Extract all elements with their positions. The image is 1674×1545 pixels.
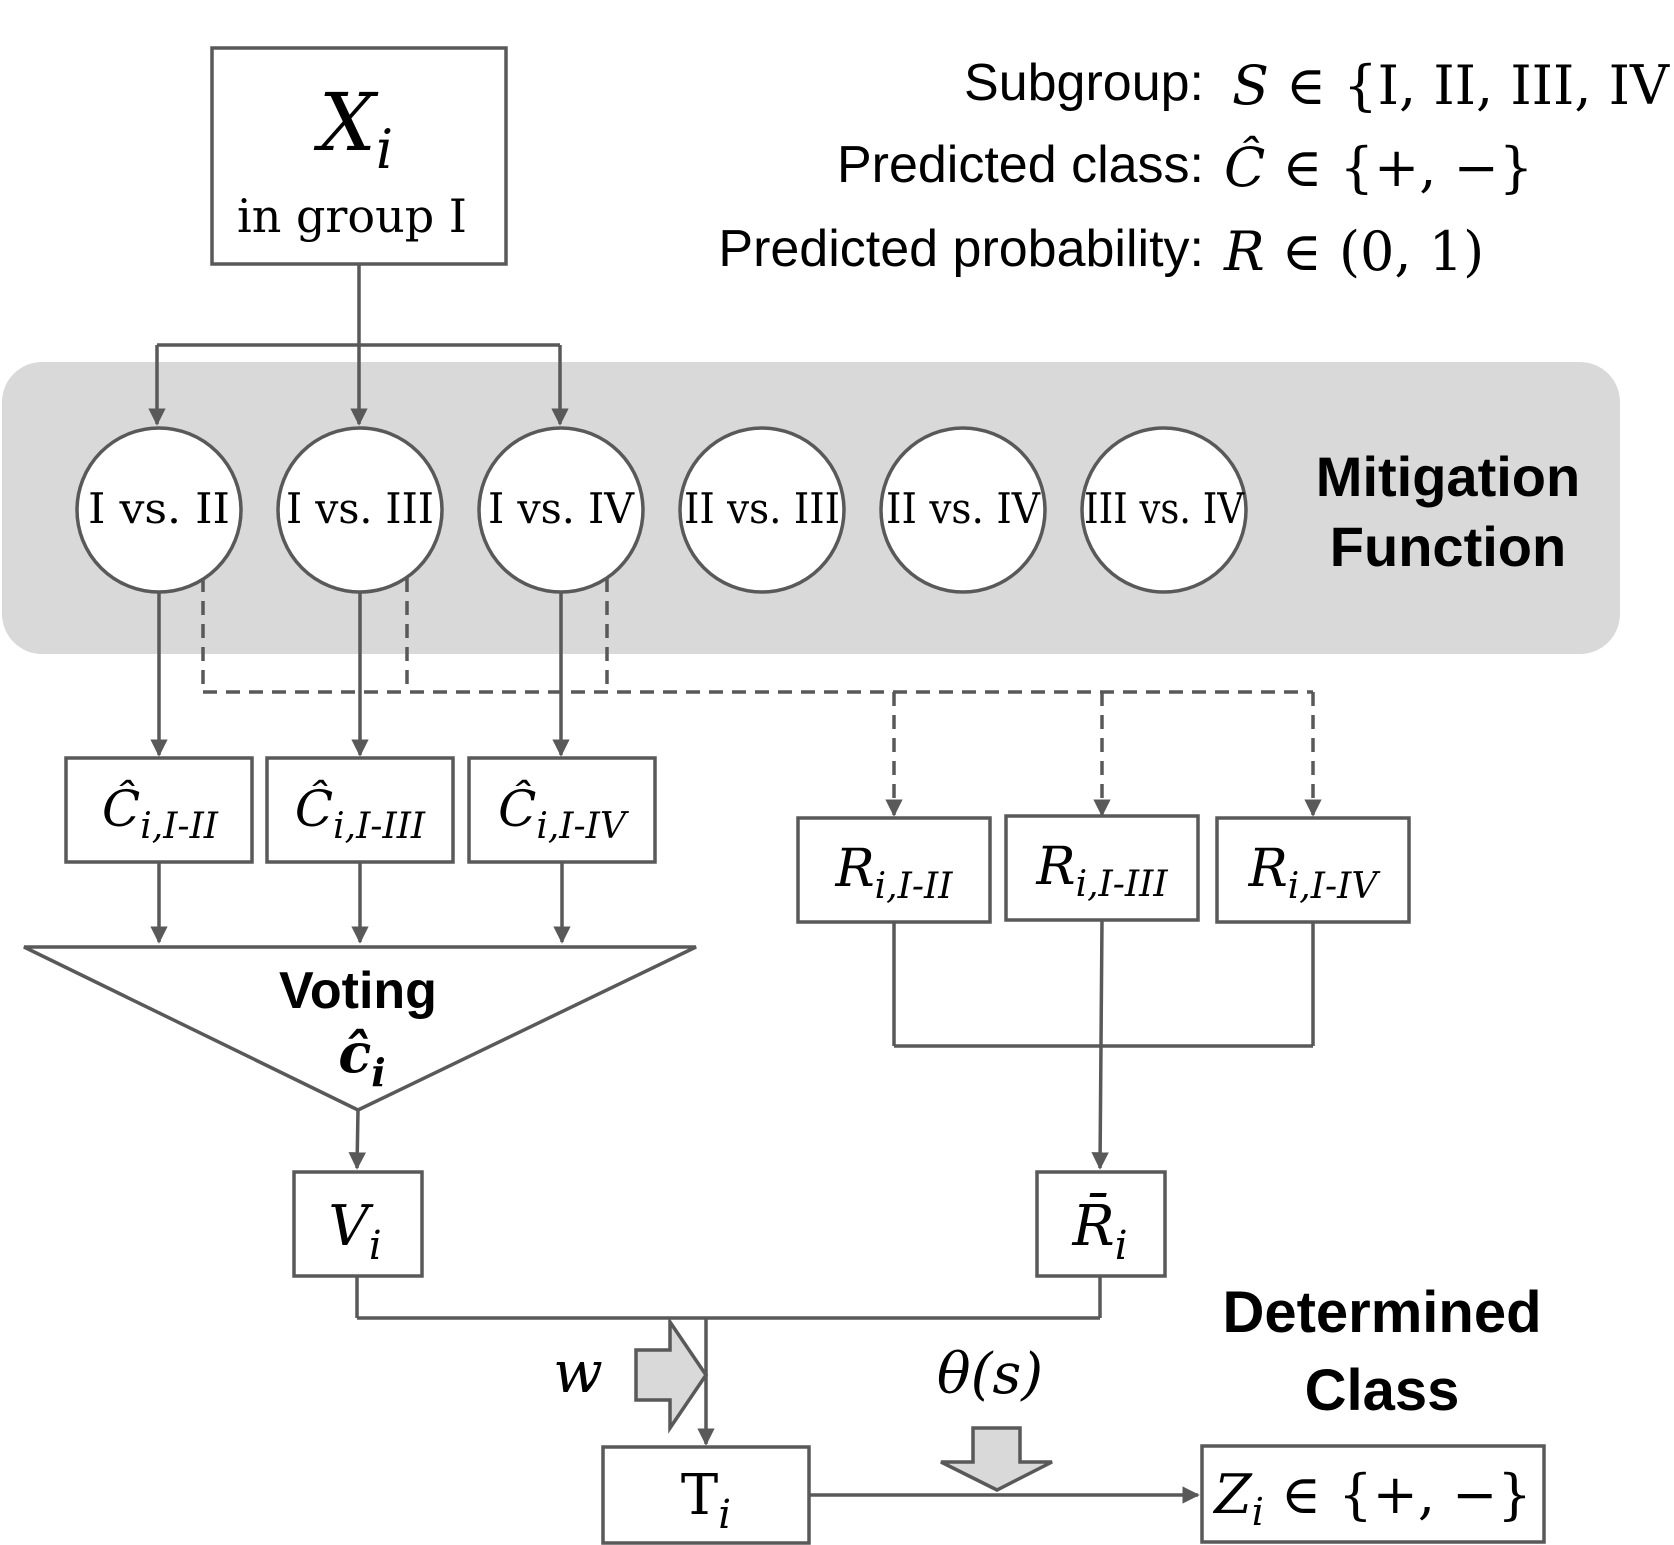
prob-output-symbol: R xyxy=(1248,839,1288,899)
classifier-1: I vs. II xyxy=(75,426,243,594)
determined-subscript: i xyxy=(1252,1490,1264,1534)
vote-result-node: Vi xyxy=(292,1170,424,1278)
vote-result-subscript: i xyxy=(369,1223,382,1269)
svg-text:ĉi: ĉi xyxy=(338,1021,385,1095)
class-output-symbol: Ĉ xyxy=(498,779,536,838)
prob-output-3: Ri,I-IV xyxy=(1215,816,1411,924)
svg-text:Ri,I-IV: Ri,I-IV xyxy=(1248,839,1382,907)
svg-text:Ri,I-II: Ri,I-II xyxy=(835,839,954,907)
legend-subgroup-symbol: S xyxy=(1232,54,1269,117)
classifier-label: I vs. II xyxy=(88,484,230,533)
class-output-3: Ĉi,I-IV xyxy=(467,756,657,864)
svg-text:Ĉ ∈ {+, −}: Ĉ ∈ {+, −} xyxy=(1224,135,1533,199)
merge-connectors xyxy=(355,1276,1102,1446)
classifier-4: II vs. III xyxy=(678,426,846,594)
svg-text:S ∈ {I, II, III, IV}: S ∈ {I, II, III, IV} xyxy=(1232,54,1674,117)
legend-class-set: ∈ {+, −} xyxy=(1283,136,1534,199)
class-connectors xyxy=(150,592,570,757)
mean-prob-subscript: i xyxy=(1115,1223,1128,1269)
classifier-label: III vs. IV xyxy=(1084,484,1245,533)
classifier-label: II vs. IV xyxy=(886,484,1041,533)
svg-text:Ĉi,I-IV: Ĉi,I-IV xyxy=(498,779,630,847)
input-symbol: X xyxy=(313,76,379,169)
classifier-label: II vs. III xyxy=(684,484,840,533)
legend-subgroup-label: Subgroup: xyxy=(964,54,1204,112)
input-subscript: i xyxy=(376,118,393,181)
svg-text:Ti: Ti xyxy=(681,1463,731,1538)
svg-text:Xi: Xi xyxy=(313,76,393,181)
svg-text:Ĉi,I-II: Ĉi,I-II xyxy=(102,779,219,847)
classifier-2: I vs. III xyxy=(276,426,444,594)
svg-text:Zi ∈ {+, −}: Zi ∈ {+, −} xyxy=(1212,1463,1532,1534)
legend-prob-set: ∈ (0, 1) xyxy=(1282,220,1484,283)
class-output-2: Ĉi,I-III xyxy=(265,756,455,864)
mean-prob-node: R̄i xyxy=(1035,1170,1167,1278)
mitigation-title-line1: Mitigation xyxy=(1316,445,1580,508)
class-output-symbol: Ĉ xyxy=(295,779,333,838)
mean-prob-symbol: R̄ xyxy=(1072,1192,1115,1259)
determined-title-line2: Class xyxy=(1305,1358,1460,1423)
legend: Subgroup: S ∈ {I, II, III, IV} Predicted… xyxy=(718,54,1674,283)
prob-output-subscript: i,I-IV xyxy=(1288,866,1382,907)
threshold-arrow: θ(s) xyxy=(937,1342,1053,1492)
weight-label: w xyxy=(553,1338,603,1406)
prob-output-subscript: i,I-III xyxy=(1076,864,1169,905)
classifier-5: II vs. IV xyxy=(879,426,1047,594)
score-node: Ti xyxy=(601,1445,811,1545)
svg-text:R ∈ (0, 1): R ∈ (0, 1) xyxy=(1223,220,1484,283)
prob-output-symbol: R xyxy=(835,839,875,899)
voting-subscript: i xyxy=(371,1050,385,1095)
classifier-label: I vs. III xyxy=(286,484,434,533)
weight-arrow: w xyxy=(553,1316,709,1434)
voting-node: Voting ĉi xyxy=(23,945,697,1112)
determined-title-line1: Determined xyxy=(1222,1280,1541,1345)
vote-result-symbol: V xyxy=(328,1194,374,1259)
legend-class-label: Predicted class: xyxy=(837,136,1204,194)
class-output-subscript: i,I-III xyxy=(333,806,426,847)
svg-text:Ĉi,I-III: Ĉi,I-III xyxy=(295,779,426,847)
classifier-6: III vs. IV xyxy=(1080,426,1248,594)
prob-output-1: Ri,I-II xyxy=(796,816,992,924)
legend-prob-label: Predicted probability: xyxy=(718,220,1204,278)
svg-text:R̄i: R̄i xyxy=(1072,1192,1128,1269)
legend-class-symbol: Ĉ xyxy=(1224,135,1265,199)
voting-symbol: ĉ xyxy=(338,1021,371,1085)
prob-output-symbol: R xyxy=(1035,837,1075,897)
class-output-subscript: i,I-II xyxy=(140,806,219,847)
class-output-1: Ĉi,I-II xyxy=(64,756,254,864)
voting-to-vote-arrow xyxy=(348,1109,367,1170)
classifier-3: I vs. IV xyxy=(477,426,645,594)
input-connectors xyxy=(148,264,569,426)
determined-class-node: Zi ∈ {+, −} xyxy=(1200,1444,1546,1544)
score-symbol: T xyxy=(681,1463,718,1528)
classifier-circles: I vs. II I vs. III I vs. IV II vs. III I… xyxy=(75,426,1248,594)
prob-output-2: Ri,I-III xyxy=(1004,814,1200,922)
class-output-subscript: i,I-IV xyxy=(536,806,630,847)
prob-output-subscript: i,I-II xyxy=(875,866,954,907)
svg-text:Ri,I-III: Ri,I-III xyxy=(1035,837,1168,905)
svg-text:Vi: Vi xyxy=(328,1194,381,1269)
determined-set: ∈ {+, −} xyxy=(1264,1463,1532,1526)
threshold-label: θ(s) xyxy=(937,1342,1043,1407)
determined-symbol: Z xyxy=(1212,1463,1253,1526)
legend-prob-symbol: R xyxy=(1223,220,1265,283)
class-output-symbol: Ĉ xyxy=(102,779,140,838)
average-connectors xyxy=(892,919,1315,1170)
score-subscript: i xyxy=(718,1492,731,1538)
classifier-label: I vs. IV xyxy=(488,484,635,533)
legend-subgroup-set: ∈ {I, II, III, IV} xyxy=(1286,54,1674,117)
input-node: Xi in group I xyxy=(210,46,508,266)
voting-title: Voting xyxy=(279,962,437,1020)
input-caption: in group I xyxy=(237,189,467,243)
mitigation-title-line2: Function xyxy=(1330,515,1566,578)
voting-connectors xyxy=(150,862,571,944)
probability-connectors xyxy=(201,578,1322,817)
